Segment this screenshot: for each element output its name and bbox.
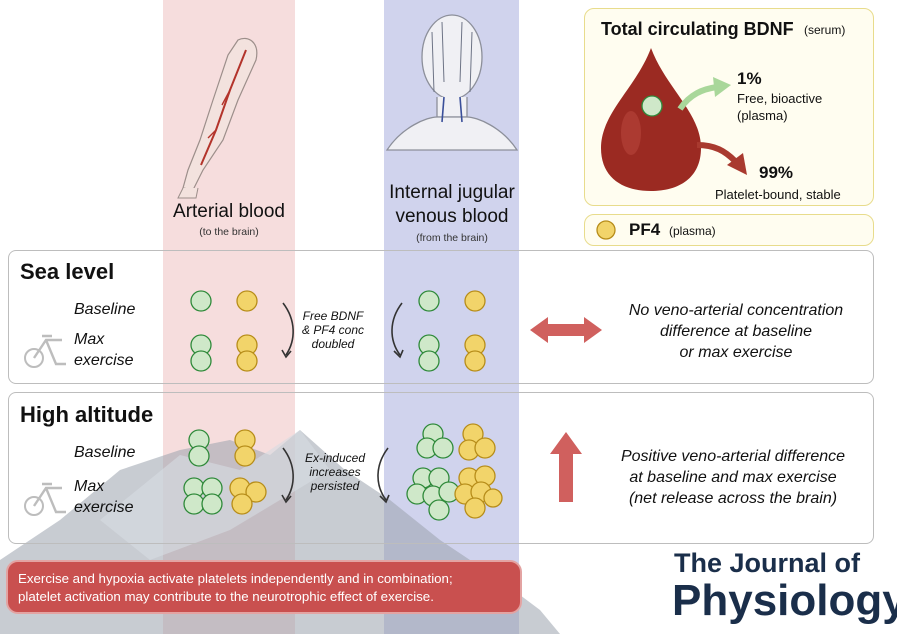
- sea-level-summary: No veno-arterial concentration differenc…: [628, 302, 844, 361]
- sea-level-venous-molecules: [418, 290, 486, 372]
- pf4-legend-box: PF4 (plasma): [584, 214, 874, 246]
- high-altitude-note: Ex-induced increases persisted: [304, 451, 366, 493]
- high-altitude-max-label-line2: exercise: [74, 499, 134, 516]
- high-altitude-venous-curve-arrow: [377, 447, 390, 504]
- arterial-subtitle: (to the brain): [199, 226, 259, 238]
- bdnf-box-title-note: (serum): [804, 23, 846, 37]
- sea-level-max-label-line2: exercise: [74, 352, 134, 369]
- high-altitude-max-label-line1: Max: [74, 478, 105, 495]
- sea-level-baseline-label: Baseline: [74, 301, 136, 318]
- bdnf-info-box: Total circulating BDNF (serum) 1% Free, …: [584, 8, 874, 206]
- sea-level-arterial-curve-arrow: [281, 302, 294, 359]
- high-altitude-summary: Positive veno-arterial difference at bas…: [620, 448, 846, 507]
- blood-drop-icon: [601, 48, 701, 191]
- venous-title-line1: Internal jugular: [389, 182, 515, 203]
- sea-level-max-label-line1: Max: [74, 331, 105, 348]
- upward-arrow-icon: [550, 432, 582, 502]
- conclusion-box: Exercise and hypoxia activate platelets …: [6, 560, 522, 614]
- bdnf-box-title: Total circulating BDNF: [601, 19, 794, 39]
- exercise-bike-icon: [24, 334, 66, 368]
- pf4-legend-icon: [596, 220, 616, 240]
- arterial-title: Arterial blood: [173, 201, 285, 222]
- high-altitude-venous-molecules: [406, 423, 503, 521]
- pf4-legend-label: PF4: [629, 220, 661, 239]
- journal-logo-line2: Physiology: [672, 576, 897, 625]
- venous-title-line2: venous blood: [395, 206, 509, 227]
- free-label-line2: (plasma): [737, 108, 788, 123]
- head-illustration: [385, 14, 519, 151]
- sea-level-panel: [8, 250, 874, 384]
- bound-label: Platelet-bound, stable: [715, 187, 841, 202]
- sea-level-note: Free BDNF & PF4 conc doubled: [301, 309, 365, 351]
- bidirectional-arrow-icon: [530, 317, 602, 343]
- exercise-bike-icon: [24, 482, 66, 516]
- free-percent: 1%: [737, 69, 762, 88]
- bound-arrow-icon: [696, 142, 747, 175]
- venous-subtitle: (from the brain): [416, 232, 488, 244]
- sea-level-arterial-molecules: [190, 290, 258, 372]
- high-altitude-baseline-label: Baseline: [74, 444, 136, 461]
- free-arrow-icon: [677, 77, 731, 111]
- free-label-line1: Free, bioactive: [737, 91, 823, 106]
- pf4-legend-note: (plasma): [669, 224, 716, 238]
- arm-illustration: [177, 37, 258, 199]
- conclusion-line2: platelet activation may contribute to th…: [18, 589, 434, 604]
- journal-logo-line1: The Journal of: [674, 548, 861, 578]
- sea-level-title: Sea level: [20, 259, 115, 284]
- sea-level-venous-curve-arrow: [391, 302, 404, 359]
- high-altitude-panel: [8, 392, 874, 544]
- high-altitude-arterial-molecules: [183, 429, 267, 515]
- high-altitude-arterial-curve-arrow: [281, 447, 294, 504]
- high-altitude-title: High altitude: [20, 402, 154, 427]
- bound-percent: 99%: [759, 163, 794, 182]
- conclusion-line1: Exercise and hypoxia activate platelets …: [18, 571, 453, 586]
